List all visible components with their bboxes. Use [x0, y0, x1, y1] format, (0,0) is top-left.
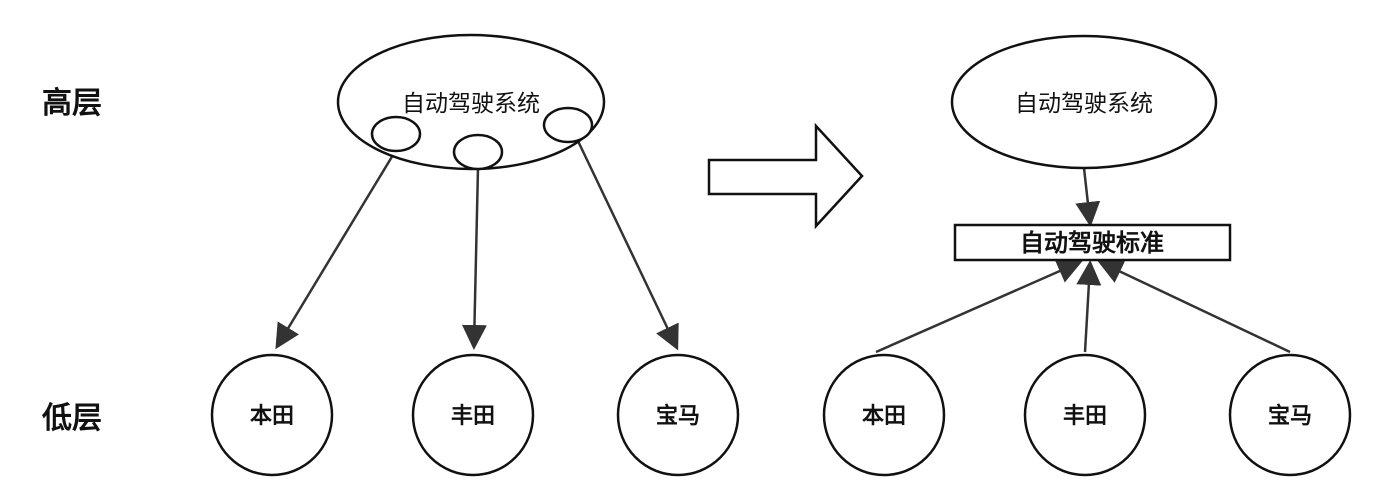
- left-brand-node-bmw: [616, 353, 740, 477]
- left-diagram: 自动驾驶系统 本田 丰田 宝马: [210, 33, 740, 477]
- left-brand-label-toyota: 丰田: [451, 404, 495, 429]
- right-diagram: 自动驾驶系统 自动驾驶标准 本田 丰田 宝马: [822, 34, 1352, 477]
- right-arrow-bmw-to-standard: [1097, 260, 1291, 354]
- left-interface-ellipse-3: [542, 106, 594, 144]
- left-interface-ellipse-2: [452, 133, 504, 171]
- left-arrow-to-bmw: [576, 140, 679, 351]
- standard-box: [953, 223, 1232, 262]
- right-brand-label-honda: 本田: [862, 404, 906, 429]
- transform-arrow: [707, 122, 864, 230]
- right-brand-node-honda: [822, 353, 946, 477]
- right-brand-node-toyota: [1023, 353, 1147, 477]
- left-system-label: 自动驾驶系统: [402, 91, 540, 117]
- left-brand-node-honda: [210, 353, 334, 477]
- low-layer-label: 低层: [41, 401, 102, 436]
- left-interface-ellipse-1: [370, 115, 422, 153]
- right-arrow-toyota-to-standard: [1076, 260, 1102, 353]
- left-brand-node-toyota: [411, 353, 535, 477]
- right-system-ellipse: [950, 34, 1218, 170]
- right-brand-label-toyota: 丰田: [1063, 404, 1107, 429]
- left-brand-label-honda: 本田: [250, 404, 294, 429]
- right-system-label: 自动驾驶系统: [1015, 91, 1153, 117]
- right-brand-node-bmw: [1228, 353, 1352, 477]
- left-arrow-to-toyota: [461, 167, 487, 350]
- left-brand-label-bmw: 宝马: [656, 403, 700, 429]
- right-arrow-system-to-standard: [1075, 167, 1101, 227]
- right-arrow-honda-to-standard: [875, 259, 1083, 354]
- high-layer-label: 高层: [42, 86, 102, 121]
- right-brand-label-bmw: 宝马: [1268, 403, 1312, 429]
- standard-label: 自动驾驶标准: [1020, 229, 1164, 257]
- left-arrow-to-honda: [275, 149, 398, 350]
